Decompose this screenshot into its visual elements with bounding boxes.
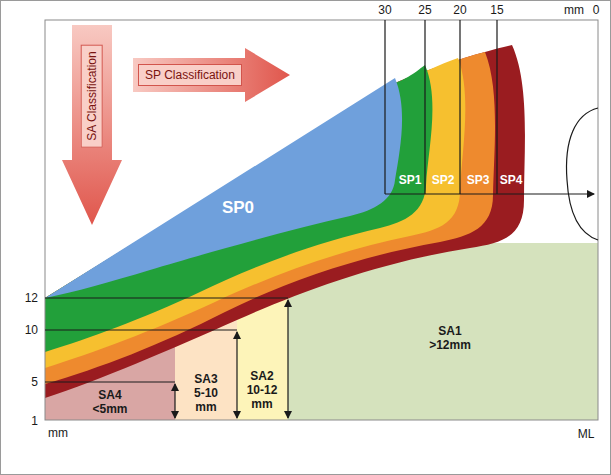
sp-band: SP2 bbox=[432, 173, 455, 187]
node-value: >12mm bbox=[405, 338, 495, 352]
axis-label: ML bbox=[578, 427, 595, 441]
node-title: SA Classification bbox=[85, 51, 99, 140]
sa-region: SA1>12mm bbox=[405, 324, 495, 352]
axis-label: 30 bbox=[378, 3, 391, 17]
node-value: 5-10 mm bbox=[186, 386, 226, 414]
sa-region: SA35-10 mm bbox=[186, 372, 226, 414]
axis-label: 25 bbox=[418, 3, 431, 17]
node-title: SP4 bbox=[500, 173, 523, 187]
axis-label: mm bbox=[48, 426, 68, 440]
node-value: 10-12 mm bbox=[240, 383, 284, 411]
node-title: SA3 bbox=[186, 372, 226, 386]
sp-band: SP3 bbox=[467, 173, 490, 187]
node-title: SA2 bbox=[240, 369, 284, 383]
node-title: SP3 bbox=[467, 173, 490, 187]
node-title: SP2 bbox=[432, 173, 455, 187]
sa-region: SA4<5mm bbox=[80, 388, 140, 416]
sp-band: SP4 bbox=[500, 173, 523, 187]
node-value: <5mm bbox=[80, 402, 140, 416]
axis-label: mm bbox=[564, 3, 584, 17]
axis-label: 20 bbox=[453, 3, 466, 17]
axis-label: 0 bbox=[593, 3, 600, 17]
axis-label: 15 bbox=[490, 3, 503, 17]
classification-arrow: SP Classification bbox=[138, 64, 242, 86]
sp-band: SP1 bbox=[399, 173, 422, 187]
sp-band: SP0 bbox=[222, 198, 254, 218]
axis-label: 1 bbox=[31, 414, 38, 428]
axis-label: 5 bbox=[31, 375, 38, 389]
node-title: SP0 bbox=[222, 198, 254, 218]
node-title: SA4 bbox=[80, 388, 140, 402]
sa-region: SA210-12 mm bbox=[240, 369, 284, 411]
node-title: SP Classification bbox=[145, 68, 235, 82]
axis-label: 12 bbox=[25, 291, 38, 305]
classification-arrow: SA Classification bbox=[81, 44, 103, 147]
node-title: SA1 bbox=[405, 324, 495, 338]
node-title: SP1 bbox=[399, 173, 422, 187]
axis-label: 10 bbox=[25, 323, 38, 337]
